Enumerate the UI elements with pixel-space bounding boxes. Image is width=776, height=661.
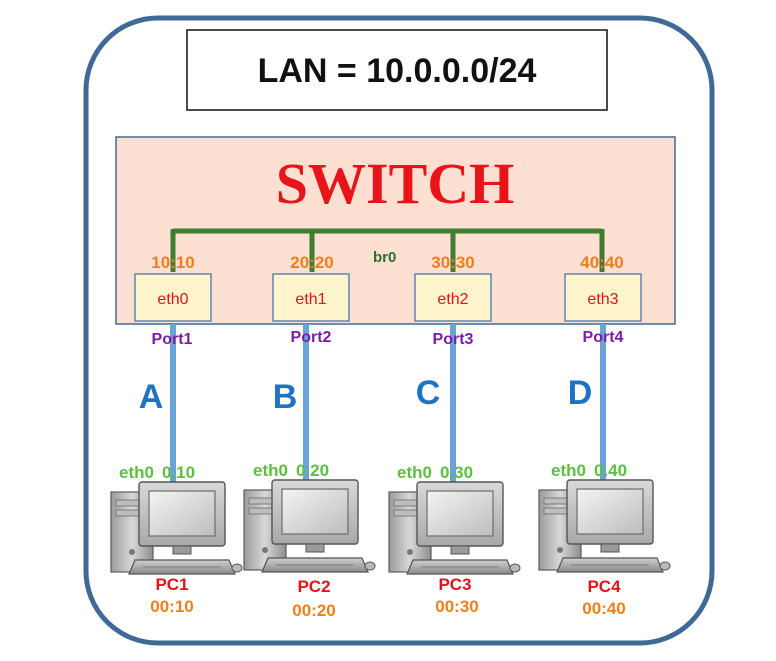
port-label: Port2 (291, 329, 332, 346)
iface-label: eth3 (587, 291, 618, 308)
link-label: B (273, 378, 298, 416)
computer-icon (388, 481, 521, 575)
iface-box (272, 273, 350, 322)
port-mac-label: 10:10 (151, 253, 194, 272)
port-label: Port4 (583, 329, 624, 346)
lan-label: LAN = 10.0.0.0/24 (258, 52, 537, 90)
port-mac-label: 30:30 (431, 253, 474, 272)
switch-label: SWITCH (276, 151, 515, 216)
port-mac-label: 20:20 (290, 253, 333, 272)
port-label: Port1 (152, 331, 193, 348)
pc-name: PC3 (438, 575, 471, 594)
switch-port-2: 20:20 eth1 Port2 B (272, 253, 350, 416)
port-mac-label: 40:40 (580, 253, 623, 272)
pc-mac-label: 00:20 (292, 601, 335, 620)
link-label: A (139, 378, 164, 416)
switch-port-1: 10:10 eth0 Port1 A (134, 253, 212, 416)
port-label: Port3 (433, 331, 474, 348)
pc-mac-label: 00:40 (582, 599, 625, 618)
switch-port-4: 40:40 eth3 Port4 D (564, 253, 642, 412)
bridge-br0 (170, 228, 605, 272)
iface-label: eth0 (157, 291, 188, 308)
iface-label: eth2 (437, 291, 468, 308)
iface-box (134, 273, 212, 322)
iface-label: eth1 (295, 291, 326, 308)
iface-box (564, 273, 642, 322)
link-label: D (568, 374, 593, 412)
pc-name: PC2 (297, 577, 330, 596)
bridge-label: br0 (373, 249, 396, 266)
iface-box (414, 273, 492, 322)
switch-port-3: 30:30 eth2 Port3 C (414, 253, 492, 412)
pc-name: PC1 (155, 575, 188, 594)
pc-mac-label: 00:10 (150, 597, 193, 616)
computer-icon (243, 479, 376, 573)
pc-name: PC4 (587, 577, 621, 596)
link-label: C (416, 374, 441, 412)
cables (170, 324, 606, 488)
computer-icon (110, 481, 243, 575)
lan-label-box (186, 29, 608, 111)
pc-mac-label: 00:30 (435, 597, 478, 616)
computer-icon (538, 479, 671, 573)
